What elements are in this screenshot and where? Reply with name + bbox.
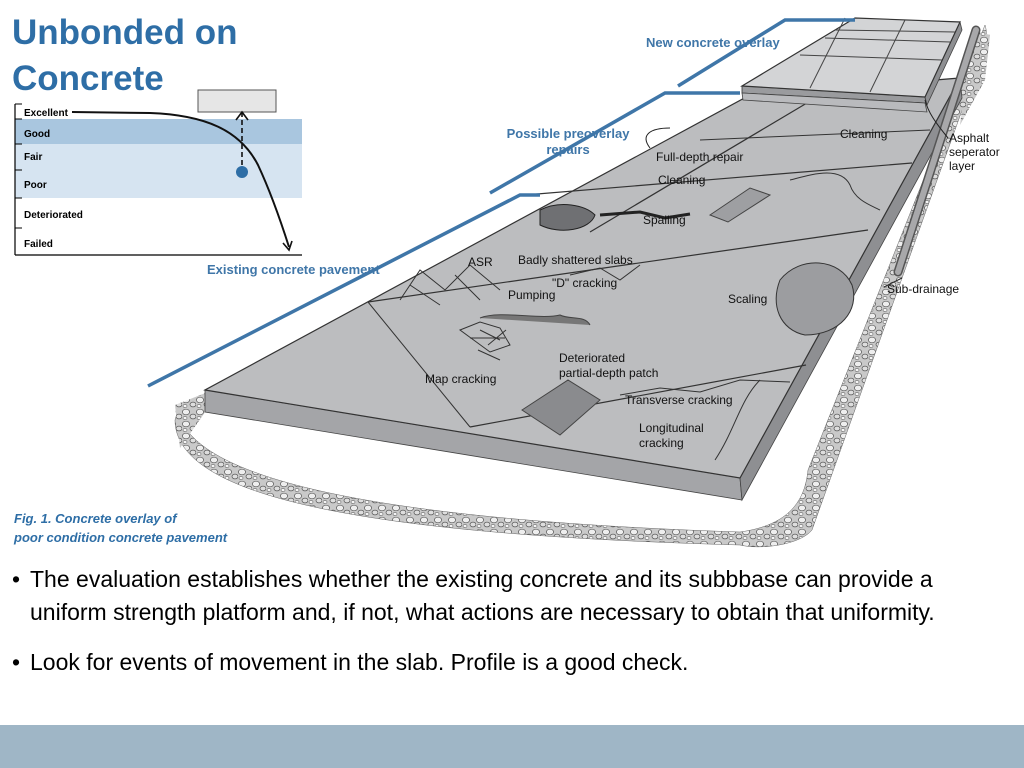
bullet-text: Look for events of movement in the slab.…: [30, 649, 689, 675]
label-cleaning: Cleaning: [658, 173, 705, 187]
label-sub-drainage: Sub-drainage: [887, 282, 959, 296]
label-map-cracking: Map cracking: [425, 372, 496, 386]
label-asphalt-1: Asphalt: [949, 131, 990, 145]
bullet-item: • The evaluation establishes whether the…: [12, 563, 1012, 629]
label-asr: ASR: [468, 255, 493, 269]
label-asphalt-2: seperator: [949, 145, 1000, 159]
spalling-area: [539, 204, 596, 231]
title-line-2: Concrete: [12, 59, 164, 98]
title-line-1: Unbonded on: [12, 13, 238, 52]
caption-line-1: Fig. 1. Concrete overlay of: [14, 511, 178, 526]
bullet-list: • The evaluation establishes whether the…: [12, 563, 1012, 696]
bullet-symbol: •: [12, 649, 21, 675]
pavement-diagram: Excellent Good Fair Poor Deteriorated Fa…: [13, 17, 1000, 548]
sub-drainage-pipe: [893, 25, 981, 277]
level-fair: Fair: [24, 152, 42, 163]
label-asphalt-3: layer: [949, 159, 975, 173]
full-depth-repair-patch: [708, 187, 772, 223]
label-badly-shattered: Badly shattered slabs: [518, 253, 633, 267]
label-full-depth-repair: Full-depth repair: [656, 150, 743, 164]
gravel-left-end: [175, 392, 208, 448]
slide-title: Unbonded on Concrete: [12, 10, 238, 102]
footer-bar: [0, 725, 1024, 768]
label-transverse: Transverse cracking: [625, 393, 733, 407]
new-overlay: [740, 17, 963, 113]
caption-line-2: poor condition concrete pavement: [13, 530, 228, 545]
bullet-symbol: •: [12, 566, 21, 592]
label-patch-2: partial-depth patch: [559, 366, 658, 380]
overlay-callout-bar: [677, 18, 855, 88]
callout-bars: [147, 18, 855, 388]
label-preoverlay-1: Possible preoverlay: [507, 126, 631, 141]
curve-arrowhead: [282, 240, 293, 252]
condition-chart: Excellent Good Fair Poor Deteriorated Fa…: [14, 89, 302, 256]
partial-depth-patch: [521, 379, 601, 436]
repairs-callout-bar: [489, 91, 740, 195]
label-pumping: Pumping: [508, 288, 555, 302]
label-preoverlay-2: repairs: [546, 142, 589, 157]
level-excellent: Excellent: [24, 108, 69, 119]
label-d-cracking: "D" cracking: [552, 276, 617, 290]
level-good: Good: [24, 129, 50, 140]
label-cleaning-top: Cleaning: [840, 127, 887, 141]
label-scaling: Scaling: [728, 292, 767, 306]
level-poor: Poor: [24, 180, 47, 191]
label-new-overlay: New concrete overlay: [646, 35, 780, 50]
leader-lines: [645, 99, 949, 288]
label-existing-pavement: Existing concrete pavement: [207, 262, 380, 277]
label-longitudinal-1: Longitudinal: [639, 421, 704, 435]
bullet-text: The evaluation establishes whether the e…: [30, 566, 935, 625]
pavement-callout-bar: [147, 193, 540, 388]
gravel-far-end: [960, 30, 990, 125]
level-failed: Failed: [24, 239, 53, 250]
label-patch-1: Deteriorated: [559, 351, 625, 365]
bullet-item: • Look for events of movement in the sla…: [12, 646, 1012, 679]
deterioration-curve: [71, 111, 290, 248]
overlay-arrowhead: [235, 110, 249, 121]
distress-details: [399, 172, 881, 461]
level-deteriorated: Deteriorated: [24, 210, 83, 221]
label-spalling: Spalling: [643, 213, 686, 227]
overlay-point: [236, 166, 248, 178]
label-longitudinal-2: cracking: [639, 436, 684, 450]
scaling-area: [775, 262, 855, 336]
